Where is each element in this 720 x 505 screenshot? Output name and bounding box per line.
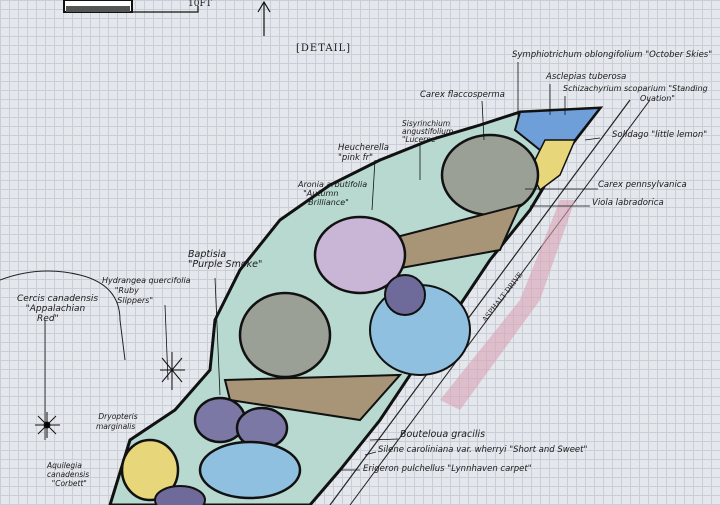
label-bouteloua: Bouteloua gracilis (400, 429, 486, 440)
plant-mass-gray (440, 133, 540, 217)
grass-band (223, 373, 403, 422)
label-asclepias: Asclepias tuberosa (546, 72, 627, 82)
label-viola: Viola labradorica (592, 198, 664, 208)
label-solidago: Solidago "little lemon" (612, 130, 708, 140)
label-aronia: Aronia arbutifolia "Autumn Brilliance" (298, 180, 368, 207)
page-title: [DETAIL] (296, 43, 352, 54)
label-baptisia: Baptisia"Purple Smoke" (188, 249, 263, 270)
plant-mass-lilac (313, 215, 407, 295)
scale-bar (63, 0, 199, 13)
label-symphyotrichum: Symphiotrichum oblongifolium "October Sk… (512, 50, 713, 60)
plant-mass-gray (238, 291, 332, 379)
plant-mass-purple (384, 274, 426, 316)
tree-symbol-icon (35, 352, 185, 438)
leader-lines (44, 62, 601, 471)
driveway-edge (349, 99, 651, 505)
driveway-edge (329, 99, 631, 505)
label-heucherella: Heucherella"pink fr" (338, 143, 389, 163)
label-schizachyrium-2: Ovation" (640, 94, 675, 103)
label-hydrangea: Hydrangea quercifolia "Ruby Slippers" (102, 276, 191, 305)
label-carex-pennsylvanica: Carex pennsylvanica (598, 180, 687, 190)
north-arrow-icon (257, 0, 271, 36)
plant-mass-yellow (120, 438, 180, 502)
bed-edge-pink (440, 200, 575, 410)
tree-canopy-edge (0, 270, 126, 361)
plant-mass-blue (198, 440, 302, 500)
label-erigeron: Erigeron pulchellus "Lynnhaven carpet" (363, 464, 532, 474)
scale-bar-label: 10FT (188, 0, 212, 9)
label-silene: Silene caroliniana var. wherryi "Short a… (378, 445, 588, 455)
label-cercis: Cercis canadensis "Appalachian Red" (17, 294, 99, 324)
label-schizachyrium: Schizachyrium scoparium "Standing (563, 84, 708, 93)
plant-mass-purple (154, 485, 206, 505)
label-carex-flaccosperma: Carex flaccosperma (420, 90, 505, 100)
